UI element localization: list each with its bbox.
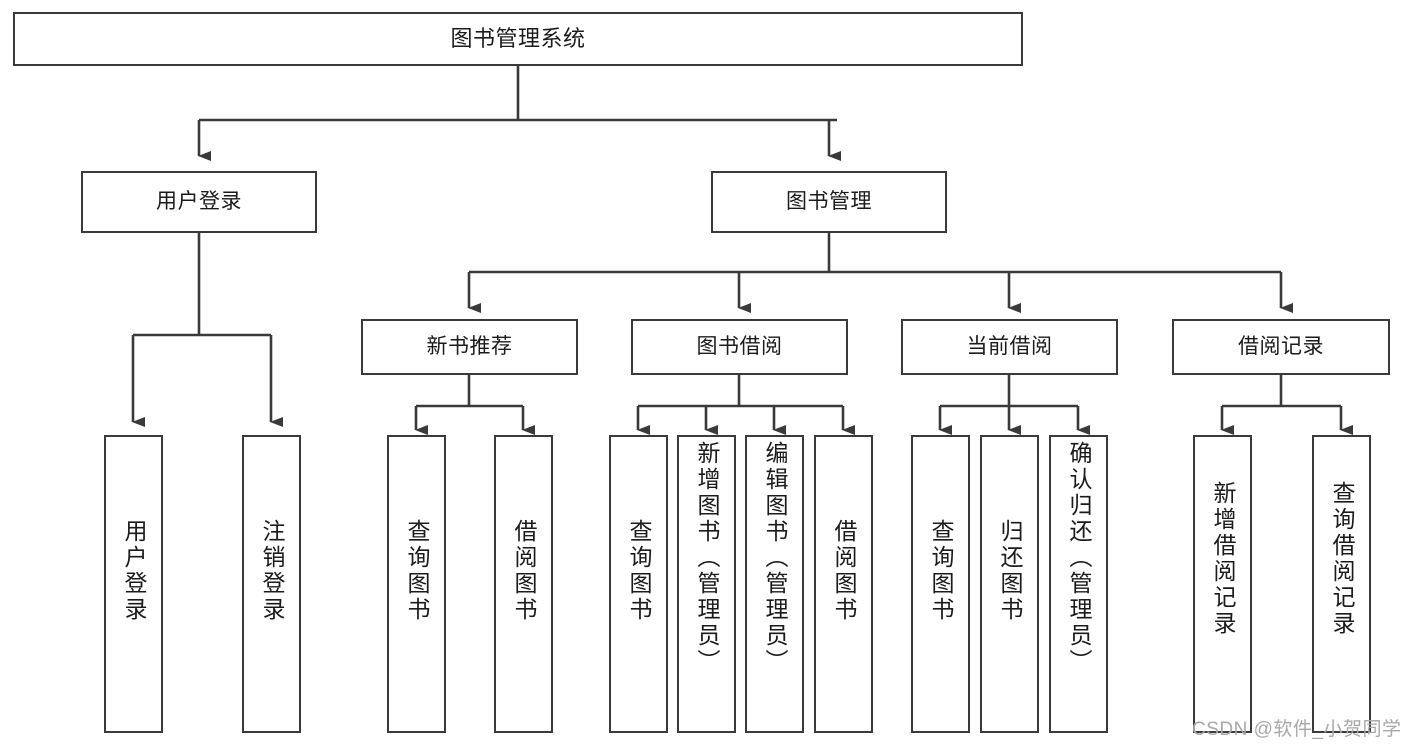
csdn-watermark: CSDN @软件_小贺同学 — [1192, 719, 1402, 740]
leaf-user-login-login[interactable]: 用户登录 — [104, 435, 163, 733]
node-book-borrow[interactable]: 图书借阅 — [631, 319, 848, 375]
node-label: 查询图书 — [928, 519, 954, 623]
node-label: 借阅记录 — [1238, 334, 1324, 358]
node-label: 用户登录 — [156, 189, 242, 213]
node-label: 借阅图书 — [831, 519, 857, 623]
node-label: 确认归还（管理员） — [1066, 441, 1092, 675]
node-label: 注销登录 — [259, 519, 285, 623]
node-label: 新增图书（管理员） — [694, 441, 720, 675]
leaf-current-confirm-return-admin[interactable]: 确认归还（管理员） — [1049, 435, 1108, 733]
node-root-system[interactable]: 图书管理系统 — [13, 12, 1023, 66]
node-label: 图书借阅 — [696, 334, 783, 358]
node-label: 借阅图书 — [511, 519, 537, 623]
node-label: 编辑图书（管理员） — [762, 441, 788, 675]
leaf-recommend-query-book[interactable]: 查询图书 — [387, 435, 446, 733]
node-label: 查询借阅记录 — [1329, 481, 1355, 637]
node-borrow-record[interactable]: 借阅记录 — [1172, 319, 1390, 375]
node-label: 归还图书 — [997, 519, 1023, 623]
leaf-borrow-add-book-admin[interactable]: 新增图书（管理员） — [677, 435, 736, 733]
node-label: 查询图书 — [626, 519, 652, 623]
node-label: 当前借阅 — [966, 334, 1053, 358]
leaf-borrow-edit-book-admin[interactable]: 编辑图书（管理员） — [745, 435, 804, 733]
node-label: 查询图书 — [404, 519, 430, 623]
leaf-borrow-borrow-book[interactable]: 借阅图书 — [814, 435, 873, 733]
leaf-user-login-logout[interactable]: 注销登录 — [242, 435, 301, 733]
node-user-login[interactable]: 用户登录 — [81, 171, 317, 233]
node-label: 图书管理系统 — [450, 26, 586, 52]
leaf-borrow-query-book[interactable]: 查询图书 — [609, 435, 668, 733]
leaf-record-query-record[interactable]: 查询借阅记录 — [1312, 435, 1371, 733]
node-label: 新增借阅记录 — [1210, 481, 1236, 637]
node-label: 图书管理 — [786, 189, 872, 213]
node-book-management[interactable]: 图书管理 — [711, 171, 947, 233]
node-label: 新书推荐 — [426, 334, 513, 358]
leaf-current-return-book[interactable]: 归还图书 — [980, 435, 1039, 733]
node-new-book-recommend[interactable]: 新书推荐 — [361, 319, 578, 375]
leaf-record-add-record[interactable]: 新增借阅记录 — [1193, 435, 1252, 733]
leaf-recommend-borrow-book[interactable]: 借阅图书 — [494, 435, 553, 733]
leaf-current-query-book[interactable]: 查询图书 — [911, 435, 970, 733]
node-current-borrow[interactable]: 当前借阅 — [901, 319, 1118, 375]
node-label: 用户登录 — [121, 519, 147, 623]
